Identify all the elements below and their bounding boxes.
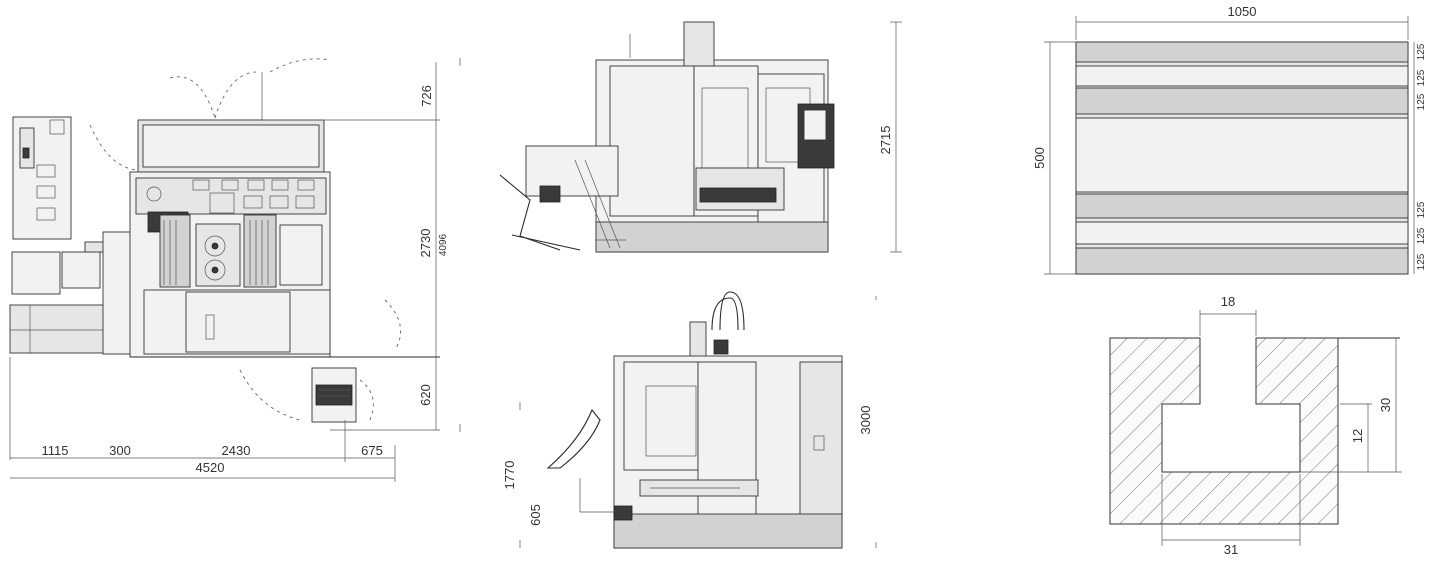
rear-view: 3000 1770 605 — [502, 291, 877, 549]
machine-top-inner — [142, 124, 320, 168]
dim-slot-bot-c: 125 — [1416, 253, 1427, 270]
side-view: 2715 — [499, 21, 902, 253]
dim-machine-height-alt: 4096 — [438, 233, 449, 256]
spindle-unit — [195, 223, 241, 287]
dim-head-height: 12 — [1350, 429, 1365, 443]
rear-window — [645, 385, 697, 457]
base-front-door — [185, 291, 291, 353]
dim-slot-bot-b: 125 — [1416, 227, 1427, 244]
cabinet-switch — [22, 147, 30, 159]
rear-arm — [546, 408, 601, 469]
conveyor-riser — [102, 231, 134, 355]
dim-table-length: 1050 — [1228, 4, 1257, 19]
door-swing-arc-top-right — [269, 58, 331, 73]
pump-cap — [84, 241, 106, 253]
dim-main-width: 2430 — [222, 443, 251, 458]
rear-base — [613, 513, 843, 549]
rear-door — [623, 361, 699, 471]
cabinet-vent — [36, 164, 56, 178]
dim-slot-top-b: 125 — [1416, 69, 1427, 86]
dim-slot-top-c: 125 — [1416, 93, 1427, 110]
table-slots — [699, 187, 777, 203]
door-handle — [205, 314, 215, 340]
dim-top-clearance: 726 — [419, 85, 434, 107]
door-swing-arc-bottom-right — [359, 379, 374, 421]
dim-gap-section: 300 — [109, 443, 131, 458]
front-view-dimensions — [9, 58, 461, 482]
door-swing-arc-bottom — [239, 369, 301, 421]
dim-rear-left-lower: 605 — [528, 504, 543, 526]
door-swing-arc-top-left — [169, 76, 216, 119]
column-right — [243, 214, 277, 288]
dim-rear-left-upper: 1770 — [502, 461, 517, 490]
side-base — [595, 221, 829, 253]
door-swing-arc-left — [89, 124, 141, 171]
door-swing-arc-top-mid — [214, 71, 261, 119]
front-view: 726 2730 4096 620 1115 300 2430 675 4520 — [9, 58, 461, 482]
rear-foot — [613, 505, 633, 521]
coolant-tank — [11, 251, 61, 295]
dim-slot-width: 18 — [1221, 294, 1235, 309]
chip-conveyor — [9, 304, 119, 354]
coolant-pump-box — [61, 251, 101, 289]
dim-side-height: 2715 — [878, 126, 893, 155]
side-door-left — [609, 65, 695, 217]
door-swing-arc-right — [384, 299, 402, 351]
side-panel — [279, 224, 323, 286]
tool-pockets — [146, 179, 315, 214]
dim-machine-height: 2730 — [418, 229, 433, 258]
table-top-view: 1050 500 125 125 125 125 125 125 — [1032, 4, 1427, 275]
dim-slot-top-a: 125 — [1416, 43, 1427, 60]
rear-unit — [713, 339, 729, 355]
dim-rear-height: 3000 — [858, 406, 873, 435]
cable-loop — [719, 291, 745, 331]
tool-changer-housing — [135, 177, 327, 215]
cabinet-fan — [49, 119, 65, 135]
dim-left-section: 1115 — [42, 443, 69, 458]
rear-panel — [697, 361, 757, 523]
dim-head-width: 31 — [1224, 542, 1238, 557]
conveyor-incline — [574, 159, 621, 249]
control-screen — [803, 109, 827, 141]
dim-total-width: 4520 — [196, 460, 225, 475]
t-slot-detail: 18 30 12 31 — [1109, 294, 1402, 557]
cabinet-vent — [36, 207, 56, 221]
pendant-screen — [315, 384, 353, 406]
dim-right-section: 675 — [361, 443, 383, 458]
t-slot-section — [1109, 337, 1339, 525]
dim-slot-depth: 30 — [1378, 398, 1393, 412]
column-left — [159, 214, 191, 288]
cabinet-vent — [36, 185, 56, 199]
conveyor-motor — [539, 185, 561, 203]
conveyor-chute — [499, 174, 561, 251]
dim-slot-bot-a: 125 — [1416, 201, 1427, 218]
dim-bottom-clearance: 620 — [418, 384, 433, 406]
table-t-slots — [1075, 41, 1409, 275]
spindle-motor — [683, 21, 715, 67]
rear-connector — [813, 435, 825, 451]
dim-table-width: 500 — [1032, 147, 1047, 169]
